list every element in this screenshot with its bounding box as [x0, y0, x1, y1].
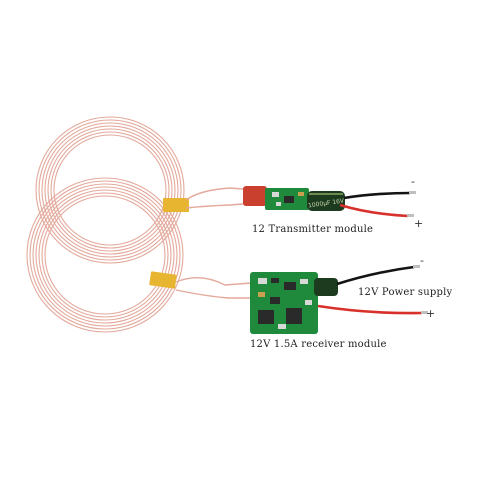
transmitter-black-wire: [343, 191, 411, 200]
receiver-black-wire: [336, 265, 415, 286]
transmitter-minus-sign: -: [411, 175, 415, 188]
transmitter-coil-tape: [163, 198, 189, 212]
receiver-coil-tape: [149, 271, 177, 289]
transmitter-plus-sign: +: [414, 217, 424, 230]
transmitter-module-label: 12 Transmitter module: [252, 224, 374, 235]
receiver-coil-lead-2: [175, 289, 252, 299]
receiver-electrolytic-capacitor: [314, 278, 338, 296]
transmitter-coil: [35, 116, 185, 264]
receiver-coil-lead: [175, 277, 253, 286]
receiver-red-wire: [317, 304, 423, 315]
transmitter-red-wire: [339, 203, 409, 218]
transmitter-coil-lead: [185, 187, 256, 201]
power-supply-label: 12V Power supply: [358, 287, 453, 298]
receiver-plus-sign: +: [426, 307, 436, 320]
transmitter-red-tip: [407, 214, 414, 217]
receiver-coil: [26, 177, 184, 333]
transmitter-coil-lead-2: [185, 202, 256, 209]
receiver-minus-sign: -: [420, 254, 424, 267]
receiver-module: [250, 272, 338, 334]
transmitter-capacitor: [243, 186, 267, 206]
transmitter-module: 1000μF 16V: [243, 186, 345, 211]
receiver-module-label: 12V 1.5A receiver module: [250, 339, 387, 350]
receiver-red-tip: [421, 311, 428, 314]
receiver-black-tip: [413, 265, 420, 268]
electrolytic-capacitor: [307, 191, 345, 211]
transmitter-black-tip: [409, 191, 416, 194]
